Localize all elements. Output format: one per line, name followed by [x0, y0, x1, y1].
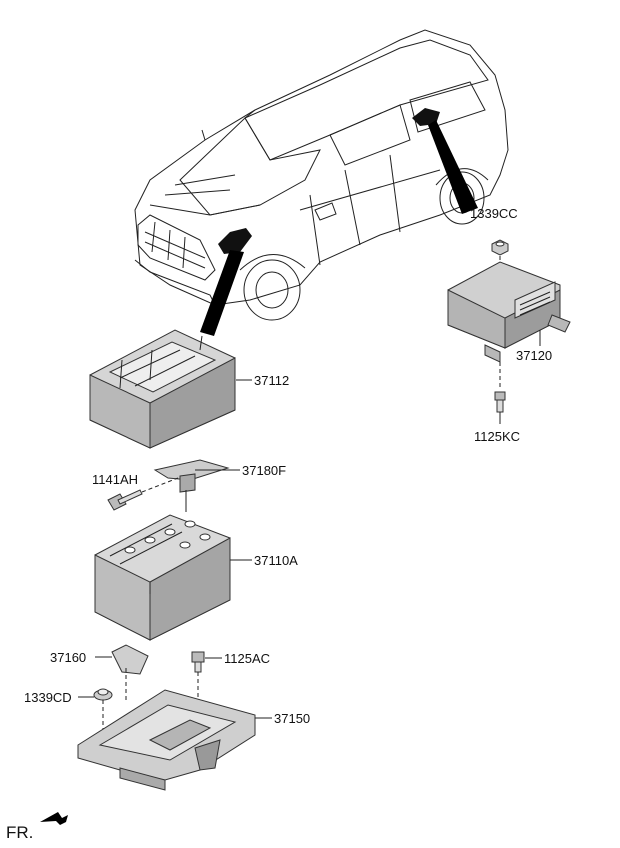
pointer-wedge-ecu: [428, 120, 478, 214]
label-1339CC: 1339CC: [470, 206, 518, 221]
part-37180F-clamp: [153, 459, 240, 512]
label-37110A: 37110A: [254, 553, 298, 568]
label-1141AH: 1141AH: [92, 472, 138, 487]
label-37120: 37120: [516, 348, 552, 363]
part-1125AC-bolt: [191, 651, 222, 700]
label-1125AC: 1125AC: [224, 651, 270, 666]
part-37150-tray: [77, 689, 256, 791]
vehicle-illustration: [134, 29, 509, 321]
part-37112-insulator: [89, 329, 236, 449]
part-1125KC-bolt: [494, 391, 506, 424]
label-37160: 37160: [50, 650, 86, 665]
label-1125KC: 1125KC: [474, 429, 520, 444]
part-37120-module: [447, 261, 571, 363]
label-37180F: 37180F: [242, 463, 286, 478]
part-37160-bracket: [95, 644, 149, 700]
front-arrow-icon: [40, 812, 68, 825]
front-direction-indicator: [40, 812, 68, 825]
part-1141AH-bolt: [107, 477, 179, 511]
label-37150: 37150: [274, 711, 310, 726]
part-37110A-battery: [94, 514, 231, 641]
front-label: FR.: [6, 823, 33, 842]
part-1339CD-nut: [78, 688, 113, 745]
label-37112: 37112: [254, 373, 289, 388]
label-1339CD: 1339CD: [24, 690, 72, 705]
pointer-wedge-battery: [200, 250, 244, 336]
